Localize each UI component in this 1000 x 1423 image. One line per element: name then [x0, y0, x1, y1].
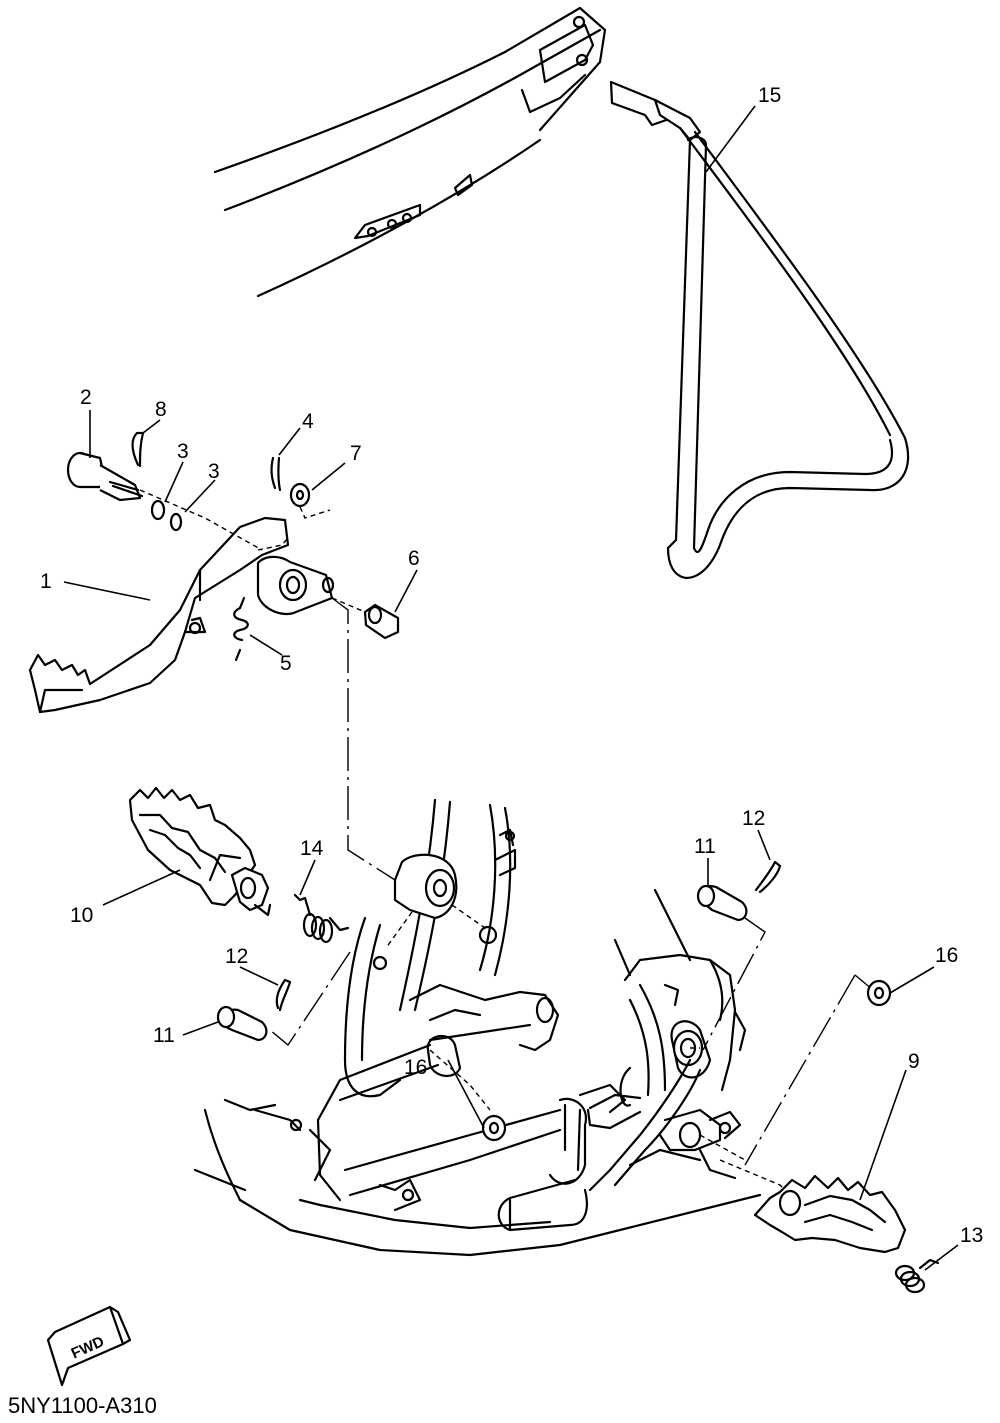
assembly-line [331, 597, 396, 881]
cotter-pin-8 [131, 431, 145, 468]
callout-2: 2 [80, 386, 92, 409]
assembly-line [744, 974, 874, 1166]
swing-arm [213, 6, 607, 298]
o-ring-3b [169, 512, 183, 532]
callout-5: 5 [280, 652, 292, 675]
callout-13: 13 [960, 1224, 983, 1247]
assembly-line [429, 1049, 491, 1111]
frame-lower [193, 798, 762, 1257]
callout-7: 7 [350, 442, 362, 465]
pivot-shaft-2 [66, 451, 144, 502]
callout-4: 4 [302, 410, 314, 433]
fwd-arrow: FWD [46, 1305, 132, 1387]
cotter-pin-4 [270, 456, 282, 492]
cotter-pin-12-left [275, 978, 292, 1012]
assembly-line [702, 917, 766, 1051]
callout-12b: 12 [742, 807, 765, 830]
callout-9: 9 [908, 1050, 920, 1073]
callout-12a: 12 [225, 945, 248, 968]
washer-7 [289, 482, 311, 508]
footrest-9 [753, 1174, 907, 1254]
callout-11b: 11 [694, 835, 716, 858]
assembly-line [299, 506, 331, 519]
callout-16a: 16 [935, 944, 958, 967]
brake-pedal [28, 516, 335, 714]
callout-3b: 3 [208, 460, 220, 483]
callout-11a: 11 [153, 1024, 175, 1047]
callout-14: 14 [300, 837, 324, 860]
callout-10: 10 [70, 904, 93, 927]
assembly-line [719, 1159, 796, 1201]
pin-11-right [696, 884, 748, 922]
return-spring-13 [894, 1258, 940, 1294]
rear-stand [609, 80, 910, 580]
o-ring-3a [150, 499, 166, 521]
footrest-10 [128, 786, 272, 917]
leader-lines [63, 105, 959, 1271]
assembly-line [331, 597, 366, 613]
callout-8: 8 [155, 398, 167, 421]
return-spring-14 [293, 893, 350, 944]
pin-6 [363, 603, 400, 640]
assembly-line [269, 951, 351, 1047]
callout-16b: 16 [404, 1056, 427, 1079]
washer-16-right [866, 979, 892, 1007]
washer-16-center [481, 1114, 507, 1142]
assembly-line [257, 537, 289, 551]
callout-15: 15 [758, 84, 781, 107]
callout-labels: 1 2 3 3 4 5 6 7 8 9 10 11 11 12 12 13 14… [40, 84, 983, 1247]
callout-6: 6 [408, 547, 420, 570]
cotter-pin-12-right [754, 860, 782, 894]
callout-3a: 3 [177, 440, 189, 463]
callout-1: 1 [40, 570, 52, 593]
pin-11-left [216, 1005, 268, 1042]
return-spring-5 [233, 596, 249, 662]
diagram-code: 5NY1100-A310 [8, 1393, 157, 1418]
